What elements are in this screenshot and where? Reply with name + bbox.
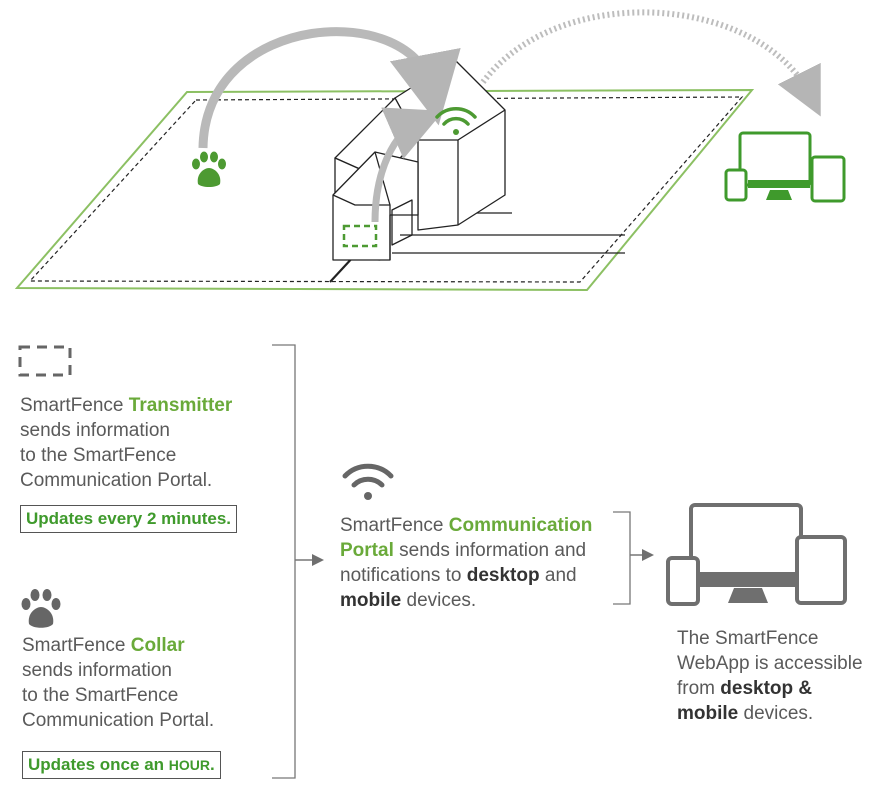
transmitter-icon xyxy=(342,224,378,248)
left-bracket xyxy=(272,344,296,779)
transmitter-signal-arrow xyxy=(371,107,444,223)
devices-icon xyxy=(666,503,847,606)
paw-icon xyxy=(21,589,61,628)
transmitter-update-badge: Updates every 2 minutes. xyxy=(20,505,238,533)
yard-boundary xyxy=(14,88,755,292)
wifi-icon xyxy=(342,463,394,500)
collar-signal-arrow xyxy=(198,27,461,149)
transmitter-description: SmartFence Transmitter sends information… xyxy=(20,395,233,491)
wifi-icon xyxy=(435,107,477,135)
right-bracket xyxy=(613,511,631,605)
devices-icon xyxy=(724,131,846,203)
paw-icon xyxy=(192,151,226,187)
house-illustration xyxy=(332,59,506,261)
transmitter-icon xyxy=(18,345,72,377)
webapp-description: The SmartFence WebApp is accessible from… xyxy=(677,628,863,724)
collar-update-badge: Updates once an HOUR. xyxy=(22,751,221,779)
collar-description: SmartFence Collar sends information to t… xyxy=(22,635,215,731)
portal-description: SmartFence Communication Portal sends in… xyxy=(340,515,593,611)
portal-to-devices-arrow xyxy=(480,9,821,117)
